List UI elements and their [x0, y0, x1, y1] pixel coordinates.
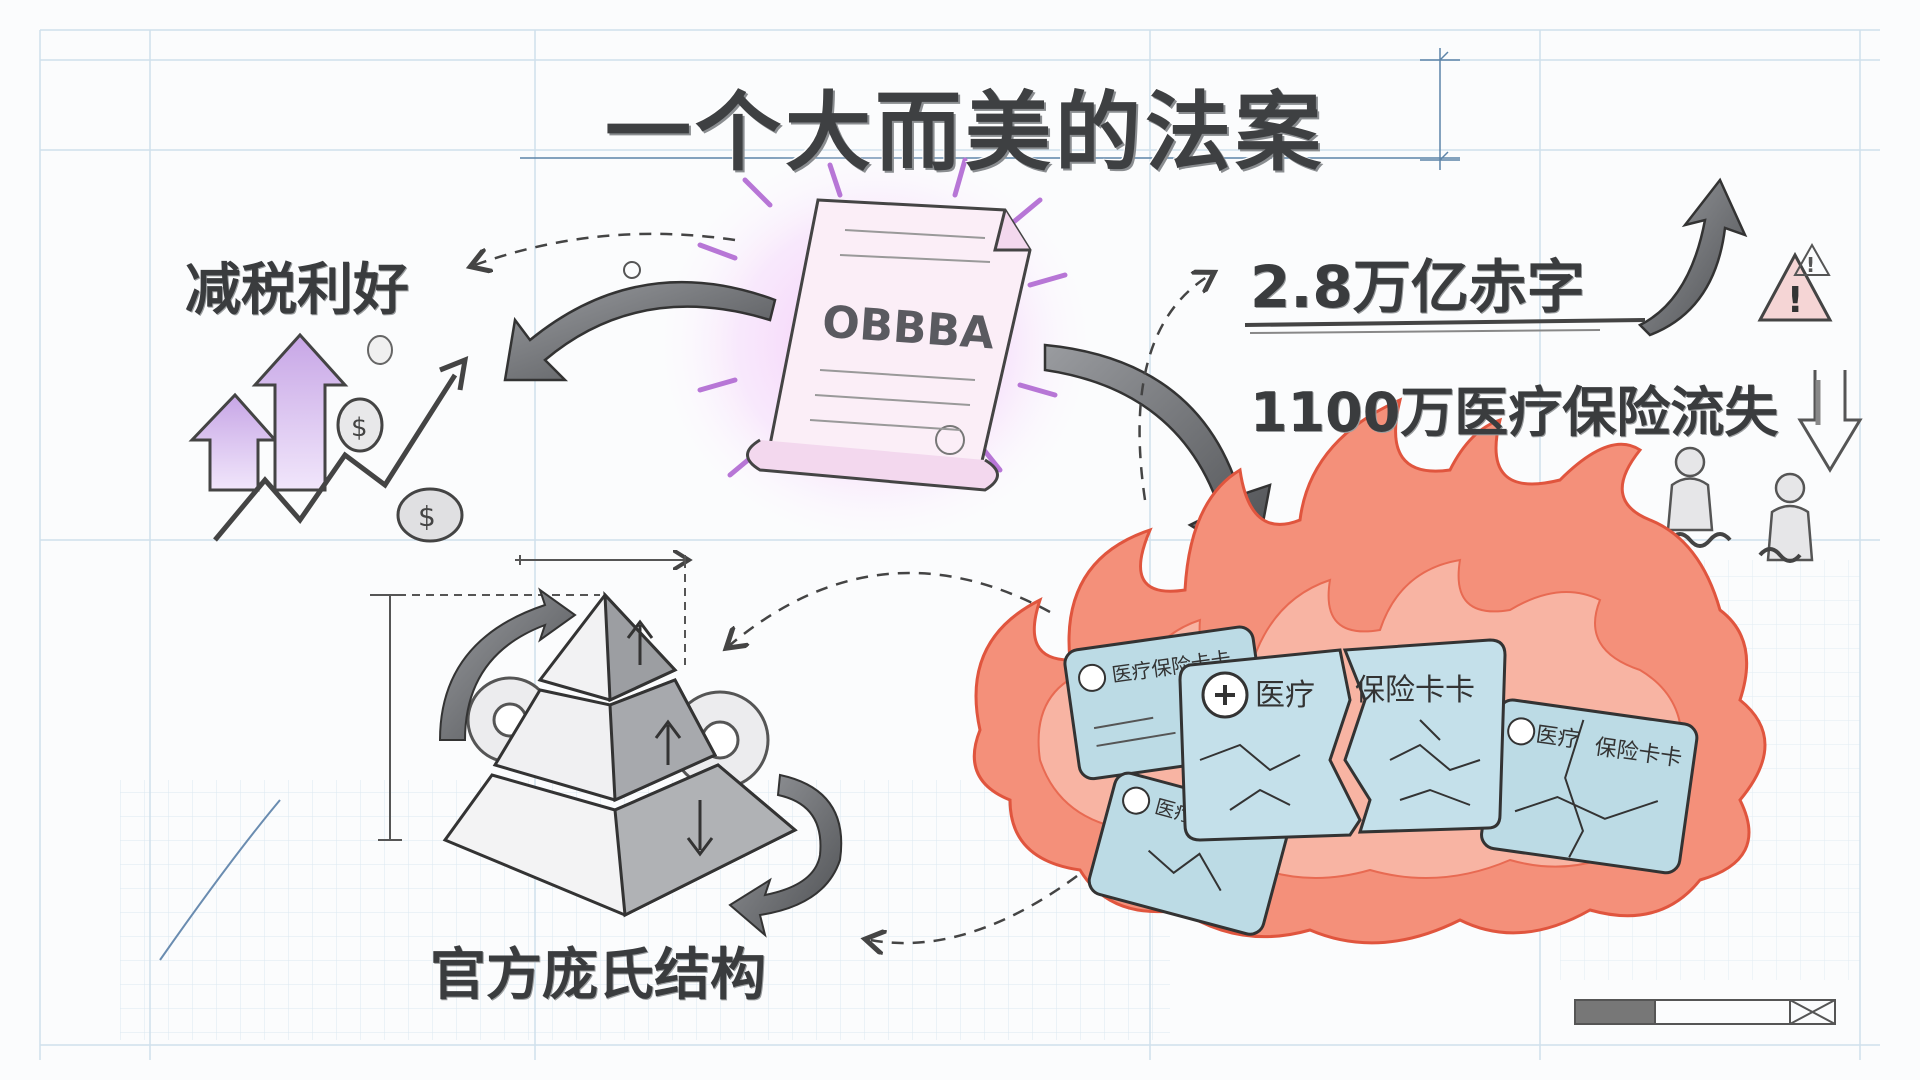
- insurance-down-arrow-icon: [1797, 370, 1863, 473]
- svg-text:$: $: [418, 500, 436, 533]
- label-tax-benefit: 减税利好: [185, 258, 409, 323]
- insurance-card-right: 医疗 保险卡卡: [1480, 698, 1699, 875]
- page-title: 一个大而美的法案: [605, 83, 1325, 183]
- scale-bar: [1574, 999, 1836, 1025]
- label-ponzi-structure: 官方庞氏结构: [430, 943, 766, 1008]
- svg-text:医疗: 医疗: [1255, 678, 1315, 713]
- tax-benefit-growth-icon: $ $: [188, 332, 469, 543]
- coin-icon: $: [396, 487, 464, 543]
- obbba-scroll-document: OBBBA: [645, 135, 1105, 555]
- label-insurance-loss: 1100万医疗保险流失: [1250, 381, 1779, 444]
- warning-icon: ! !: [1757, 242, 1833, 322]
- dashed-connectors: [475, 232, 1210, 943]
- svg-text:保险卡卡: 保险卡卡: [1355, 673, 1475, 708]
- people-broken-chain-icon: [1666, 446, 1814, 563]
- svg-text:$: $: [351, 413, 368, 443]
- pyramid-icon: [159, 555, 843, 961]
- bill-name: OBBBA: [821, 297, 996, 360]
- deficit-up-arrow-icon: [1637, 177, 1748, 337]
- coin-icon: $: [336, 397, 384, 453]
- arrow-to-tax-benefit: [503, 280, 777, 382]
- insurance-card-center: 医疗 保险卡卡: [1178, 638, 1507, 842]
- svg-text:!: !: [1806, 253, 1815, 277]
- label-deficit: 2.8万亿赤字: [1250, 253, 1585, 321]
- svg-text:!: !: [1787, 280, 1803, 321]
- svg-text:医疗: 医疗: [1534, 723, 1581, 754]
